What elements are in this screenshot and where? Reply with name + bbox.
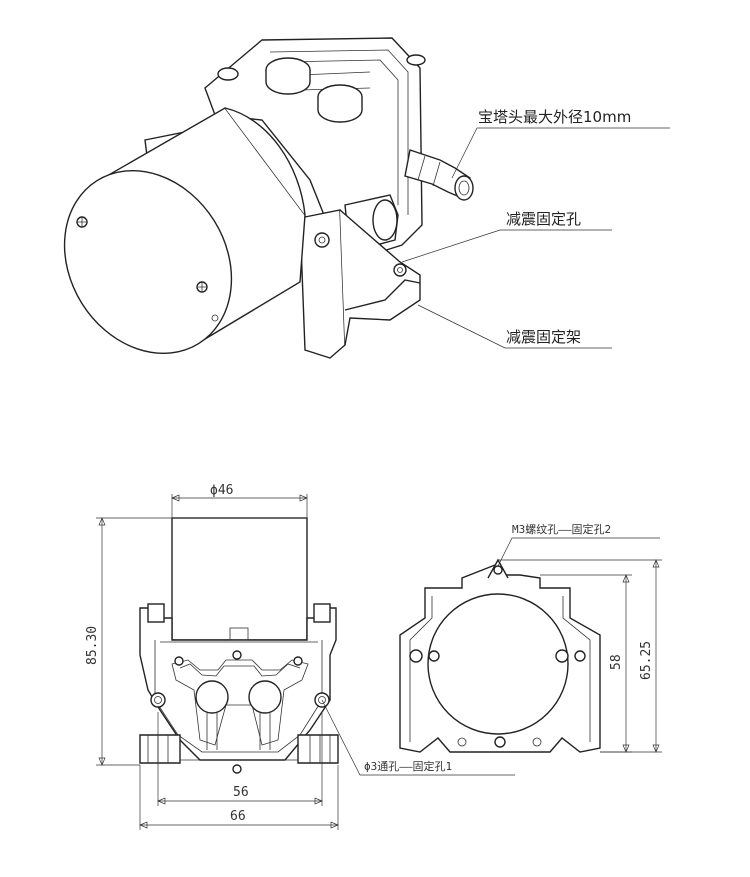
height-85-30-label: 85.30 [85,626,100,665]
thread-hole-callout: M3螺纹孔——固定孔2 [512,522,611,536]
callout-leaders [401,127,670,349]
front-view-dimensions [96,494,515,830]
width-66-label: 66 [230,809,246,824]
diameter-46-label: ϕ46 [210,483,233,498]
front-view [139,517,339,774]
side-view [399,558,601,753]
isometric-pump-view [63,37,474,359]
height-58-label: 58 [609,654,624,670]
damping-hole-callout: 减震固定孔 [506,210,581,228]
side-view-dimensions [497,537,662,753]
damping-bracket-callout: 减震固定架 [506,328,581,346]
width-56-label: 56 [233,785,249,800]
height-65-25-label: 65.25 [639,641,654,680]
barb-outer-diameter-callout: 宝塔头最大外径10mm [478,108,631,126]
through-hole-callout: ϕ3通孔——固定孔1 [364,759,452,773]
